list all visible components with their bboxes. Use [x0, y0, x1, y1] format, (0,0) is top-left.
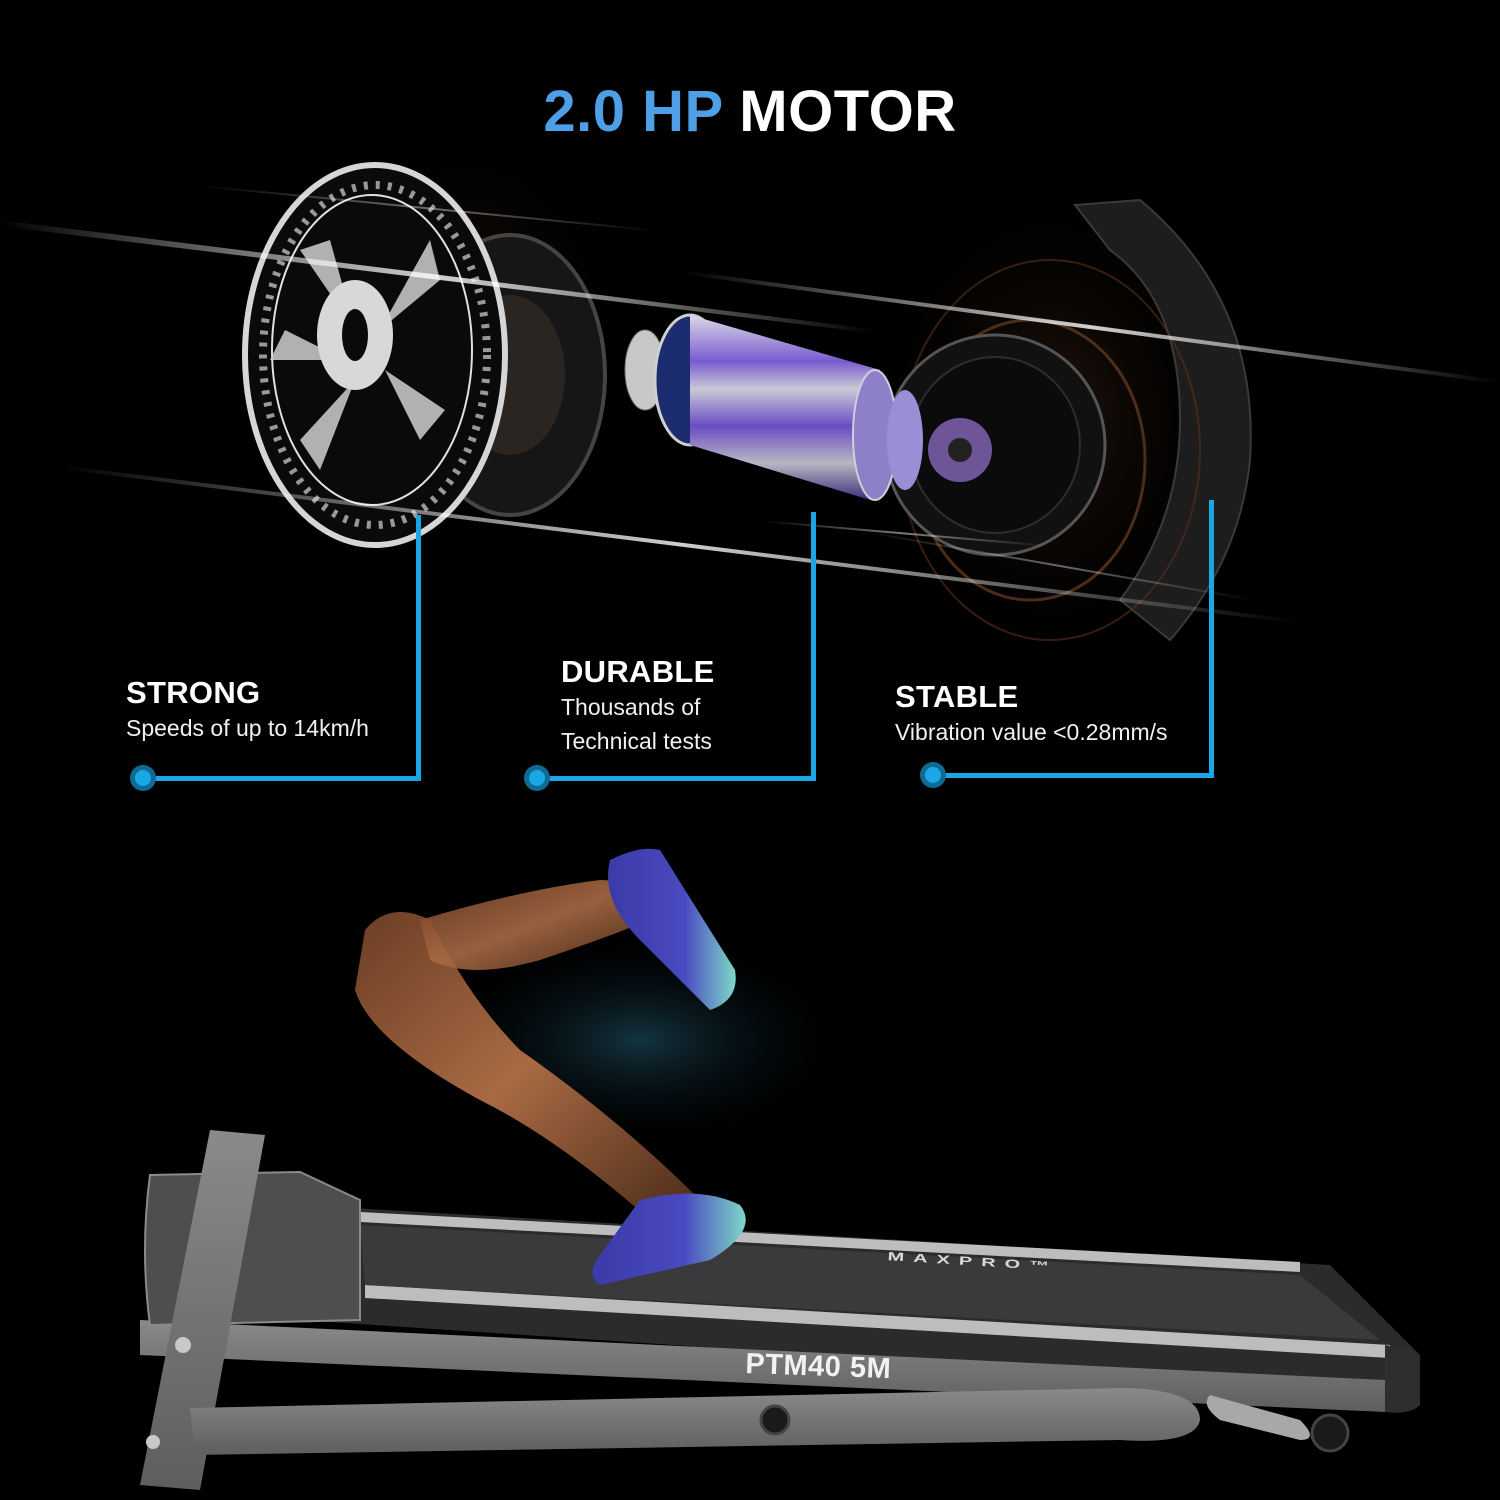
callout-description: Speeds of up to 14km/h [126, 715, 369, 741]
callout-stable-vertical-line [1209, 500, 1214, 778]
callout-title: STABLE [895, 679, 1019, 714]
motor-illustration [0, 110, 1500, 680]
callout-description-line-2: Technical tests [561, 728, 712, 754]
callout-description-line-1: Thousands of [561, 694, 701, 720]
model-label: PTM40 5M [744, 1348, 892, 1386]
callout-title: STRONG [126, 675, 261, 710]
callout-durable-horizontal-line [537, 776, 816, 781]
callout-stable: STABLE Vibration value <0.28mm/s [895, 679, 1168, 749]
headline: 2.0 HP MOTOR [0, 78, 1500, 145]
light-streaks [0, 185, 1500, 624]
callout-strong-dot-icon [130, 765, 156, 791]
callout-stable-dot-icon [920, 762, 946, 788]
callout-title: DURABLE [561, 654, 715, 689]
callout-description: Vibration value <0.28mm/s [895, 719, 1168, 745]
callout-durable-vertical-line [811, 512, 816, 781]
treadmill-deck [140, 1130, 1420, 1490]
callout-strong: STRONG Speeds of up to 14km/h [126, 675, 369, 745]
callout-durable: DURABLE Thousands of Technical tests [561, 654, 715, 758]
treadmill-illustration [140, 848, 1420, 1490]
headline-main: MOTOR [739, 79, 957, 144]
cooling-fan [242, 162, 508, 548]
callout-strong-vertical-line [416, 515, 421, 781]
runner-legs [355, 848, 746, 1285]
callout-strong-horizontal-line [143, 776, 421, 781]
callout-durable-dot-icon [524, 765, 550, 791]
callout-stable-horizontal-line [933, 773, 1214, 778]
armature-rotor [624, 313, 923, 501]
headline-accent: 2.0 HP [543, 79, 723, 144]
